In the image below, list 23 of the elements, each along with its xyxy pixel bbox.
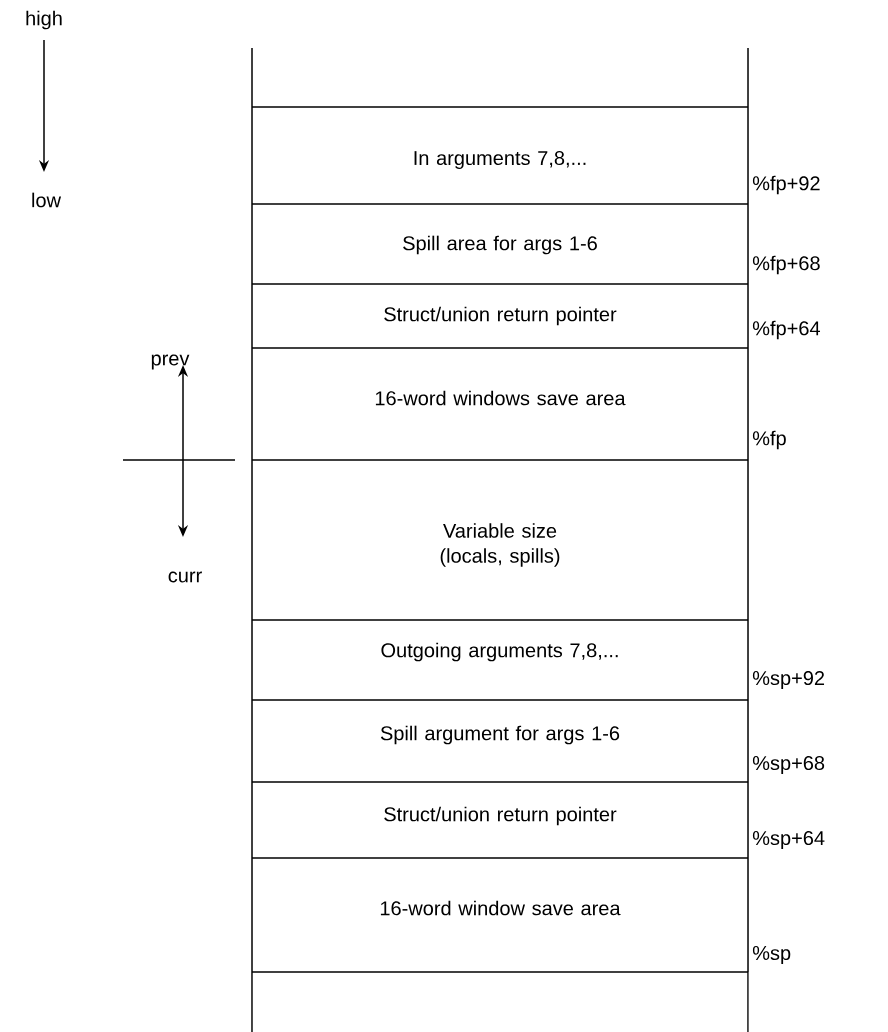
address-label: %sp+64 (752, 830, 825, 850)
stack-cell: Struct/union return pointer (251, 781, 749, 859)
stack-cell: Spill argument for args 1-6 (251, 699, 749, 783)
address-label: %sp+92 (752, 670, 825, 690)
stack-cell: Struct/union return pointer (251, 283, 749, 349)
address-label: %fp (752, 430, 786, 450)
address-label: %fp+64 (752, 320, 820, 340)
empty-stack-cell (251, 971, 749, 1032)
stack-cell: In arguments 7,8,... (251, 106, 749, 205)
address-label: %sp+68 (752, 755, 825, 775)
address-label: %sp (752, 946, 791, 965)
direction-label: prev (151, 354, 190, 370)
stack-cell: 16-word windows save area (251, 347, 749, 461)
address-label: %fp+68 (752, 255, 820, 275)
stack-cell: 16-word window save area (251, 857, 749, 973)
stack-cell: Spill area for args 1-6 (251, 203, 749, 285)
address-label: %fp+92 (752, 175, 820, 195)
stack-cell: Variable size (locals, spills) (251, 459, 749, 621)
direction-label: curr (168, 571, 202, 583)
direction-label: low (32, 192, 62, 208)
stack-cell: Outgoing arguments 7,8,... (251, 619, 749, 701)
empty-stack-cell (251, 47, 749, 108)
direction-label: high (26, 10, 62, 30)
